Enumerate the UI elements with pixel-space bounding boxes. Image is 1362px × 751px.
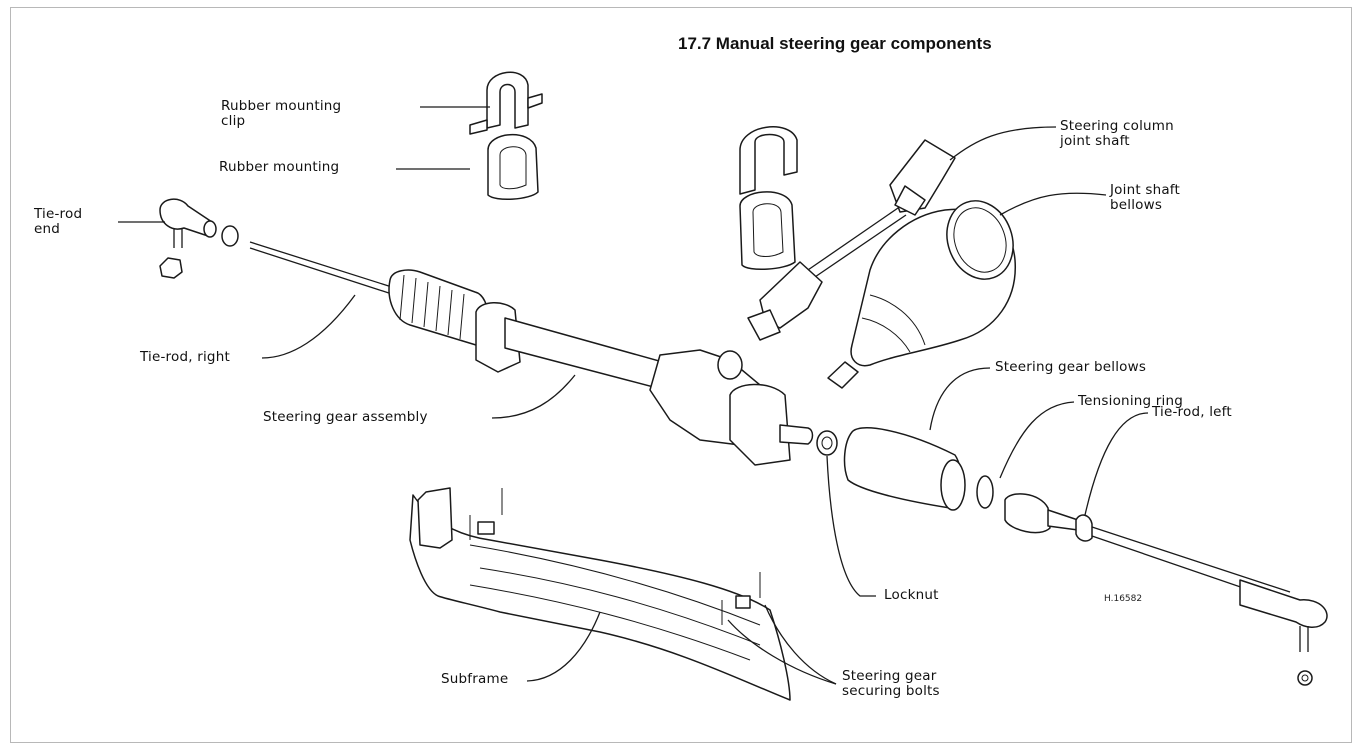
label-steering-column-joint-shaft: Steering column joint shaft [1060,118,1174,149]
label-steering-gear-bellows: Steering gear bellows [995,359,1147,375]
label-joint-shaft-bellows: Joint shaft bellows [1110,182,1181,213]
steering-gear-bellows-part [843,427,966,511]
rubber-mounting-clip-part [469,71,543,135]
label-tie-rod-end: Tie-rod end [34,206,83,237]
steering-column-joint-shaft-part [747,139,956,341]
label-tensioning-ring: Tensioning ring [1078,393,1184,409]
label-rubber-mounting-clip: Rubber mounting clip [221,98,342,129]
label-locknut: Locknut [884,587,939,603]
label-tie-rod-right: Tie-rod, right [140,349,230,365]
steering-gear-assembly-part [388,269,814,466]
tie-rod-right-part [249,241,396,296]
reference-number: H.16582 [1104,594,1143,604]
tie-rod-left-part [1004,493,1328,686]
figure-frame [10,7,1352,743]
leader-lines [118,106,1149,685]
label-steering-gear-securing-bolts: Steering gear securing bolts [842,668,940,699]
subframe-part [409,487,791,701]
label-subframe: Subframe [441,671,509,687]
label-tie-rod-left: Tie-rod, left [1152,404,1232,420]
tensioning-ring-part [976,475,994,509]
label-steering-gear-assembly: Steering gear assembly [263,409,428,425]
figure-title: 17.7 Manual steering gear components [678,34,992,53]
locknut-part [816,430,838,456]
label-rubber-mounting: Rubber mounting [219,159,340,175]
tie-rod-end-right-part [159,198,239,279]
rubber-mounting-middle-part [739,126,798,270]
joint-shaft-bellows-part [827,200,1016,389]
rubber-mounting-part [487,134,539,200]
